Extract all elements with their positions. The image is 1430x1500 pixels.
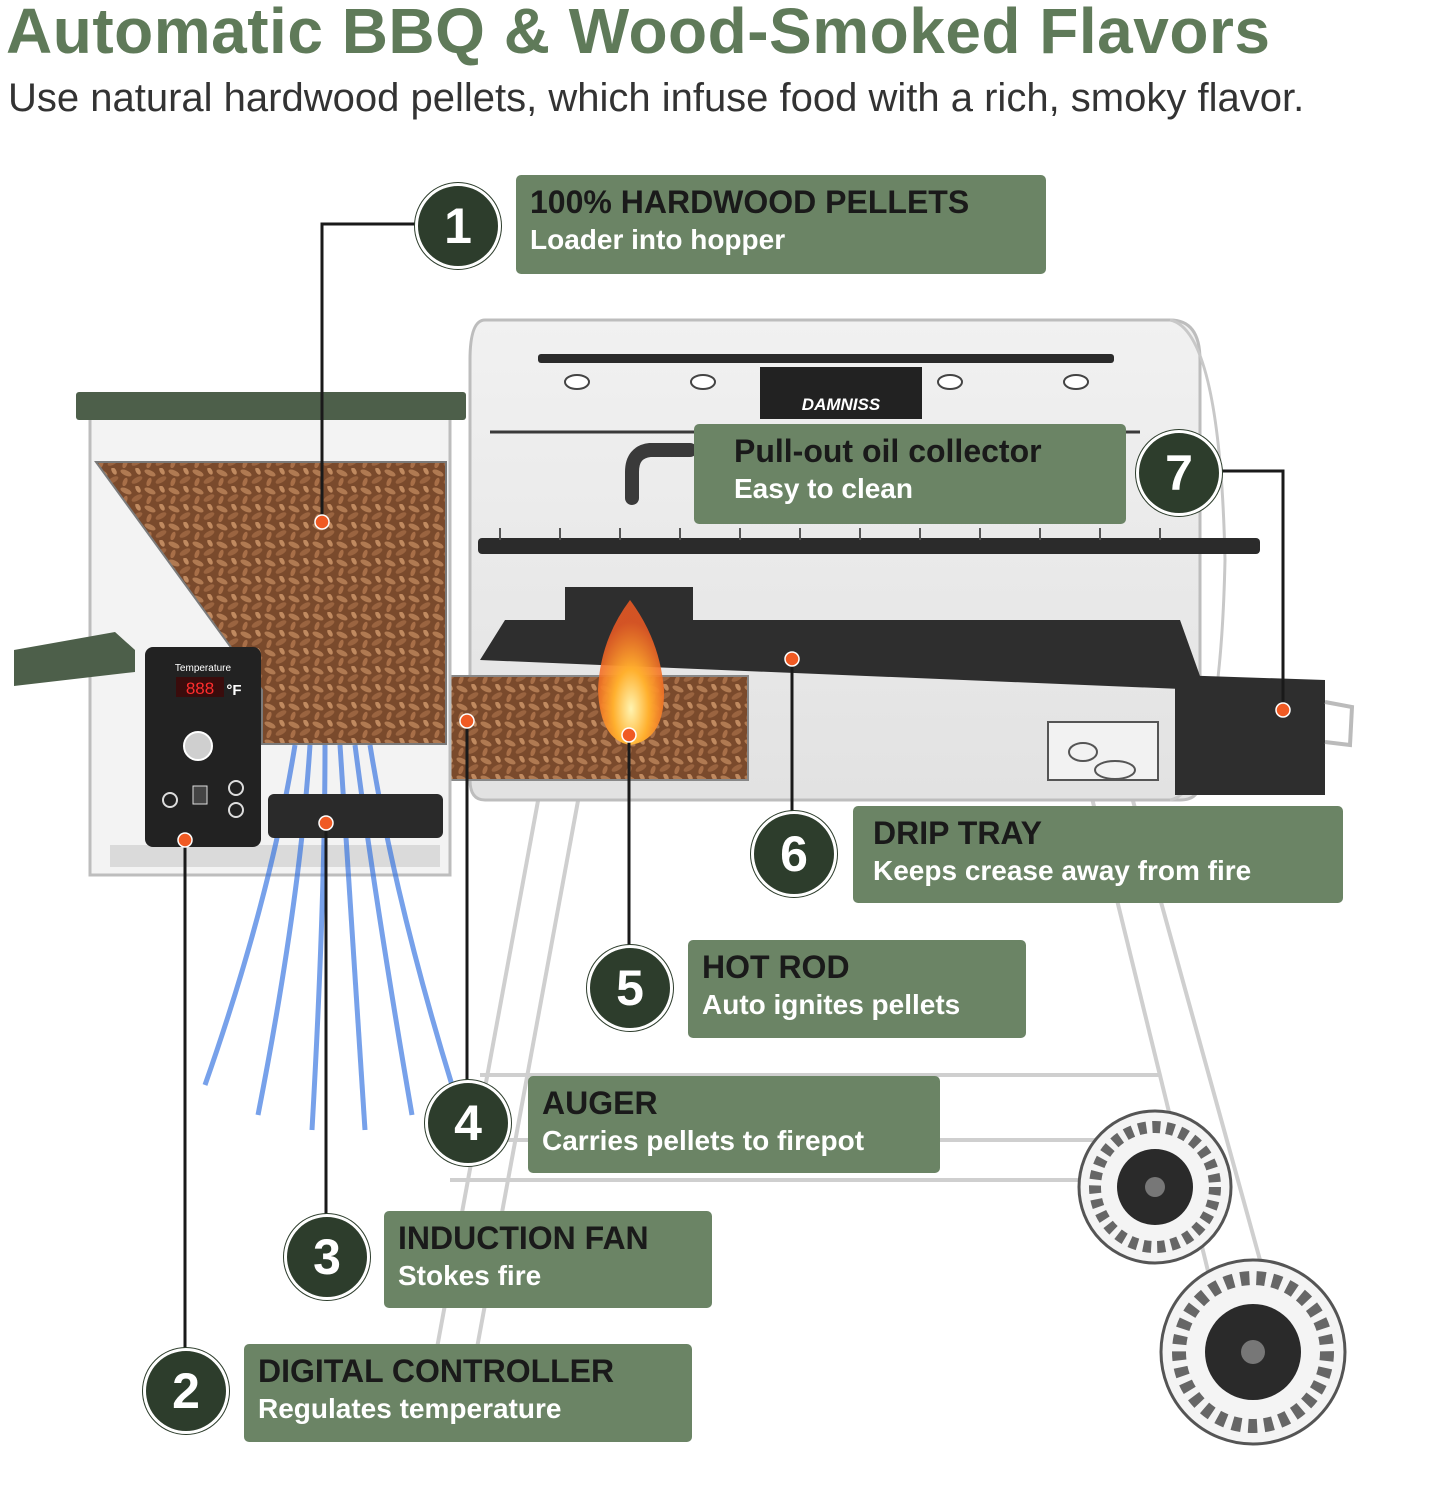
controller-unit: °F [226,682,241,699]
marker-dot [621,727,637,743]
callout-box-hot-rod: HOT ROD Auto ignites pellets [688,940,1026,1038]
callout-heading: INDUCTION FAN [398,1220,649,1256]
callout-subtext: Keeps crease away from fire [873,855,1252,886]
wheel-icon [1077,1109,1233,1265]
callout-subtext: Loader into hopper [530,224,786,255]
callout-box-digital-controller: DIGITAL CONTROLLER Regulates temperature [244,1344,692,1442]
controller-temp-label: Temperature [175,663,232,674]
callout-number-6: 6 [751,811,837,897]
leader-line-1 [320,222,416,522]
callout-heading: AUGER [542,1085,658,1121]
callout-number-7: 7 [1136,430,1222,516]
airflow-lines [202,744,455,1131]
callout-subtext: Carries pellets to firepot [542,1125,865,1156]
drip-tray [480,620,1205,690]
callout-heading: Pull-out oil collector [734,433,1042,469]
wheel-icon [1159,1258,1347,1446]
callout-subtext: Regulates temperature [258,1393,562,1424]
burner-plate [1047,721,1159,781]
marker-dot [318,815,334,831]
auger-tube [429,675,749,781]
temperature-dial-icon [183,731,213,761]
callout-heading: DIGITAL CONTROLLER [258,1353,615,1389]
marker-dot [177,832,193,848]
marker-dot [459,713,475,729]
callout-subtext: Stokes fire [398,1260,542,1291]
marker-dot [1275,702,1291,718]
controller-display: 888 [186,679,214,698]
leader-line-7 [1215,469,1285,710]
callout-heading: DRIP TRAY [873,815,1042,851]
flame-icon [598,600,665,745]
callout-number-2: 2 [143,1348,229,1434]
marker-dot [784,651,800,667]
callout-subtext: Easy to clean [734,473,913,504]
part-markers [177,514,1291,848]
marker-dot [314,514,330,530]
callout-box-oil-collector: Pull-out oil collector Easy to clean [694,424,1126,524]
callout-subtext: Auto ignites pellets [702,989,961,1020]
leader-lines [183,222,1285,1350]
callout-heading: HOT ROD [702,949,850,985]
brand-logo: DAMNISS [802,395,881,414]
callout-box-auger: AUGER Carries pellets to firepot [528,1076,940,1173]
callout-heading: 100% HARDWOOD PELLETS [530,184,970,220]
callout-box-drip-tray: DRIP TRAY Keeps crease away from fire [853,806,1343,903]
callout-number-5: 5 [587,945,673,1031]
callout-box-hardwood-pellets: 100% HARDWOOD PELLETS Loader into hopper [516,175,1046,274]
digital-controller: Temperature 888 °F [14,632,261,847]
induction-fan [268,794,443,838]
oil-collector-bucket [1175,675,1355,795]
callout-number-4: 4 [425,1080,511,1166]
callout-box-induction-fan: INDUCTION FAN Stokes fire [384,1211,712,1308]
callout-number-3: 3 [284,1214,370,1300]
page-subtitle: Use natural hardwood pellets, which infu… [8,76,1305,120]
page-title: Automatic BBQ & Wood-Smoked Flavors [6,0,1271,67]
callout-number-1: 1 [415,183,501,269]
